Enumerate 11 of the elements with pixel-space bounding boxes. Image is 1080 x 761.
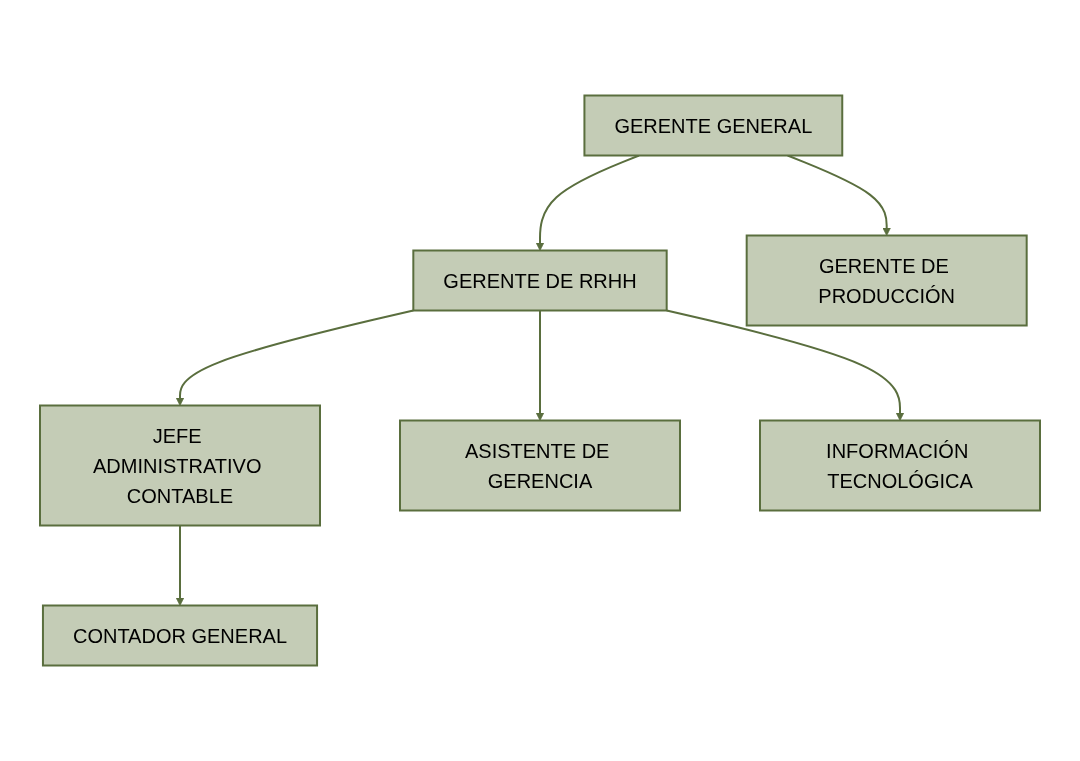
node-box: GERENTE DE PRODUCCIÓN (745, 234, 1028, 327)
node-box: GERENTE DE RRHH (412, 249, 668, 312)
arrow (175, 524, 185, 606)
node-box: GERENTE GENERAL (583, 94, 844, 157)
node-box: JEFE ADMINISTRATIVO CONTABLE (39, 404, 321, 527)
arrow (535, 309, 545, 421)
node-box: CONTADOR GENERAL (41, 604, 319, 667)
arrow (175, 309, 415, 406)
arrow (665, 309, 905, 421)
node-box: INFORMACIÓN TECNOLÓGICA (759, 419, 1041, 512)
node-box: ASISTENTE DE GERENCIA (399, 419, 681, 512)
